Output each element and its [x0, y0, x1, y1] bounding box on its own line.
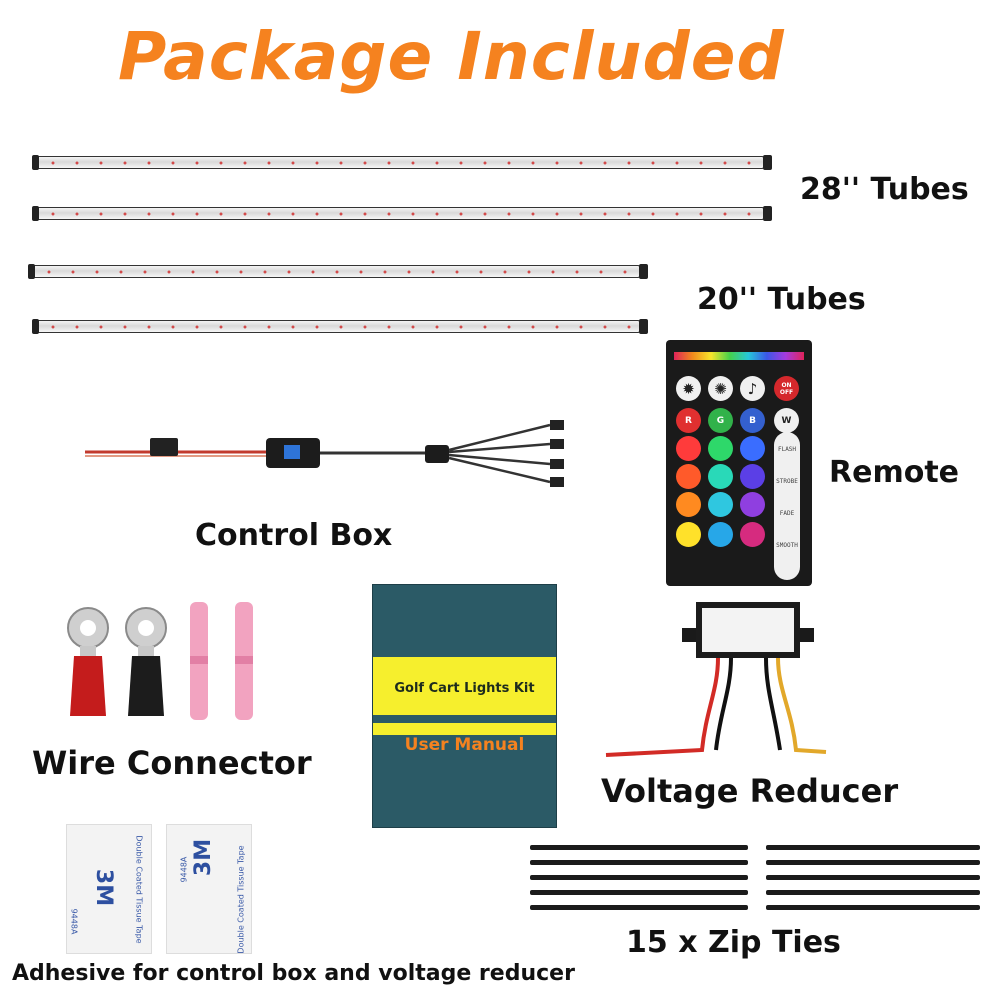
adhesive-tape-2: 3M 9448A Double Coated Tissue Tape — [166, 824, 252, 954]
adhesive-tape-1: 3M 9448A Double Coated Tissue Tape — [66, 824, 152, 954]
tube-28-2 — [32, 206, 772, 221]
power-button: ON OFF — [774, 376, 799, 401]
music-note-icon: ♪ — [740, 376, 765, 401]
color-btn — [676, 492, 701, 517]
manual-subtitle: User Manual — [404, 735, 525, 755]
tube-28-1 — [32, 155, 772, 170]
color-btn — [676, 464, 701, 489]
zip-ties-illustration — [530, 845, 990, 915]
label-remote: Remote — [829, 455, 960, 490]
control-box-illustration — [85, 420, 564, 487]
label-adhesive: Adhesive for control box and voltage red… — [12, 961, 575, 986]
voltage-reducer-illustration — [605, 602, 827, 757]
color-btn — [740, 464, 765, 489]
color-btn — [740, 492, 765, 517]
label-wire-connector: Wire Connector — [32, 744, 312, 782]
user-manual: Golf Cart Lights Kit User Manual — [372, 584, 557, 828]
color-btn — [740, 522, 765, 547]
label-28-tubes: 28'' Tubes — [800, 172, 969, 207]
color-btn — [676, 522, 701, 547]
label-voltage-reducer: Voltage Reducer — [601, 772, 899, 810]
tube-20-2 — [32, 319, 648, 334]
wire-connectors-illustration — [67, 602, 253, 720]
color-btn — [676, 436, 701, 461]
color-btn — [708, 522, 733, 547]
remote-b: B — [740, 408, 765, 433]
color-btn — [708, 492, 733, 517]
mode-buttons: FLASH STROBE FADE SMOOTH — [774, 432, 800, 580]
label-zip-ties: 15 x Zip Ties — [626, 925, 841, 960]
color-btn — [708, 436, 733, 461]
rgb-strip — [674, 352, 804, 360]
page-title: Package Included — [118, 18, 785, 95]
color-btn — [708, 464, 733, 489]
remote-control: ✹ ✺ ♪ ON OFF R G B W — [666, 340, 812, 586]
manual-title: Golf Cart Lights Kit — [394, 681, 535, 696]
brightness-up-icon: ✺ — [708, 376, 733, 401]
tube-20-1 — [28, 264, 648, 279]
brightness-down-icon: ✹ — [676, 376, 701, 401]
label-control-box: Control Box — [195, 518, 393, 553]
remote-r: R — [676, 408, 701, 433]
remote-g: G — [708, 408, 733, 433]
color-btn — [740, 436, 765, 461]
remote-w: W — [774, 408, 799, 433]
label-20-tubes: 20'' Tubes — [697, 282, 866, 317]
